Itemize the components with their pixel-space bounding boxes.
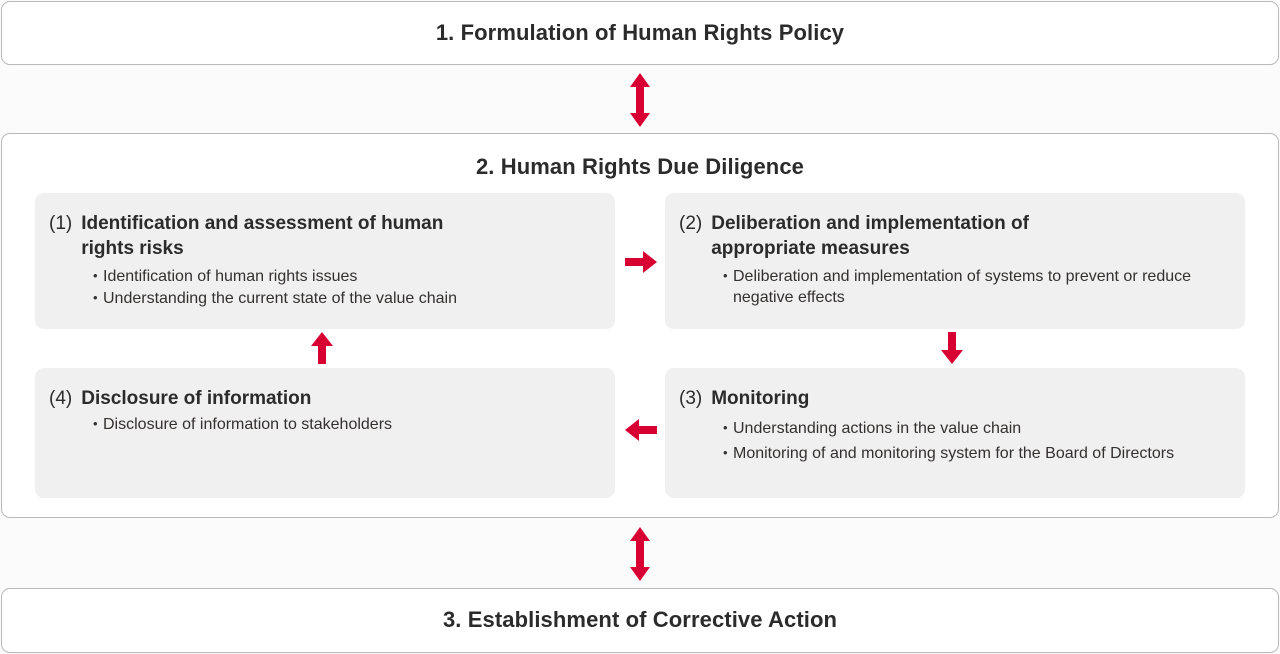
card-title: Disclosure of information	[81, 388, 312, 409]
card-title: Monitoring	[711, 388, 810, 409]
card-identification-assessment: (1) Identification and assessment of hum…	[35, 193, 615, 329]
card-header: (3) Monitoring	[679, 386, 1225, 411]
card-number: (2)	[679, 213, 703, 234]
card-monitoring: (3) Monitoring Understanding actions in …	[665, 368, 1245, 498]
arrow-stage2-to-stage3	[622, 527, 658, 581]
card-number: (4)	[49, 388, 73, 409]
list-item: Understanding actions in the value chain	[723, 417, 1203, 439]
arrow-card2-to-card3	[940, 332, 964, 364]
list-item: Disclosure of information to stakeholder…	[93, 413, 573, 435]
card-bullet-list: Understanding actions in the value chain…	[679, 417, 1225, 464]
card-bullet-list: Identification of human rights issues Un…	[49, 265, 595, 309]
card-title: Deliberation and implementation of appro…	[711, 213, 1029, 259]
stage-box-corrective-action: 3. Establishment of Corrective Action	[1, 588, 1279, 653]
card-header: (4) Disclosure of information	[49, 386, 595, 411]
card-bullet-list: Disclosure of information to stakeholder…	[49, 413, 595, 435]
card-header: (2) Deliberation and implementation of a…	[679, 211, 1225, 261]
due-diligence-card-grid: (1) Identification and assessment of hum…	[0, 193, 1280, 503]
list-item: Deliberation and implementation of syste…	[723, 265, 1203, 308]
card-disclosure-of-information: (4) Disclosure of information Disclosure…	[35, 368, 615, 498]
arrow-card3-to-card4	[625, 418, 657, 442]
stage-title-2: 2. Human Rights Due Diligence	[475, 154, 805, 179]
card-title: Identification and assessment of human r…	[81, 213, 444, 259]
stage-box-formulation: 1. Formulation of Human Rights Policy	[1, 1, 1279, 65]
list-item: Monitoring of and monitoring system for …	[723, 442, 1203, 464]
card-number: (3)	[679, 388, 703, 409]
card-deliberation-implementation: (2) Deliberation and implementation of a…	[665, 193, 1245, 329]
arrow-card1-to-card2	[625, 250, 657, 274]
card-header: (1) Identification and assessment of hum…	[49, 211, 595, 261]
arrow-stage1-to-stage2	[622, 73, 658, 127]
arrow-card4-to-card1	[310, 332, 334, 364]
list-item: Understanding the current state of the v…	[93, 287, 573, 309]
card-number: (1)	[49, 213, 73, 234]
stage-title-3: 3. Establishment of Corrective Action	[442, 607, 838, 632]
list-item: Identification of human rights issues	[93, 265, 573, 287]
stage-title-1: 1. Formulation of Human Rights Policy	[435, 20, 845, 45]
card-bullet-list: Deliberation and implementation of syste…	[679, 265, 1225, 308]
